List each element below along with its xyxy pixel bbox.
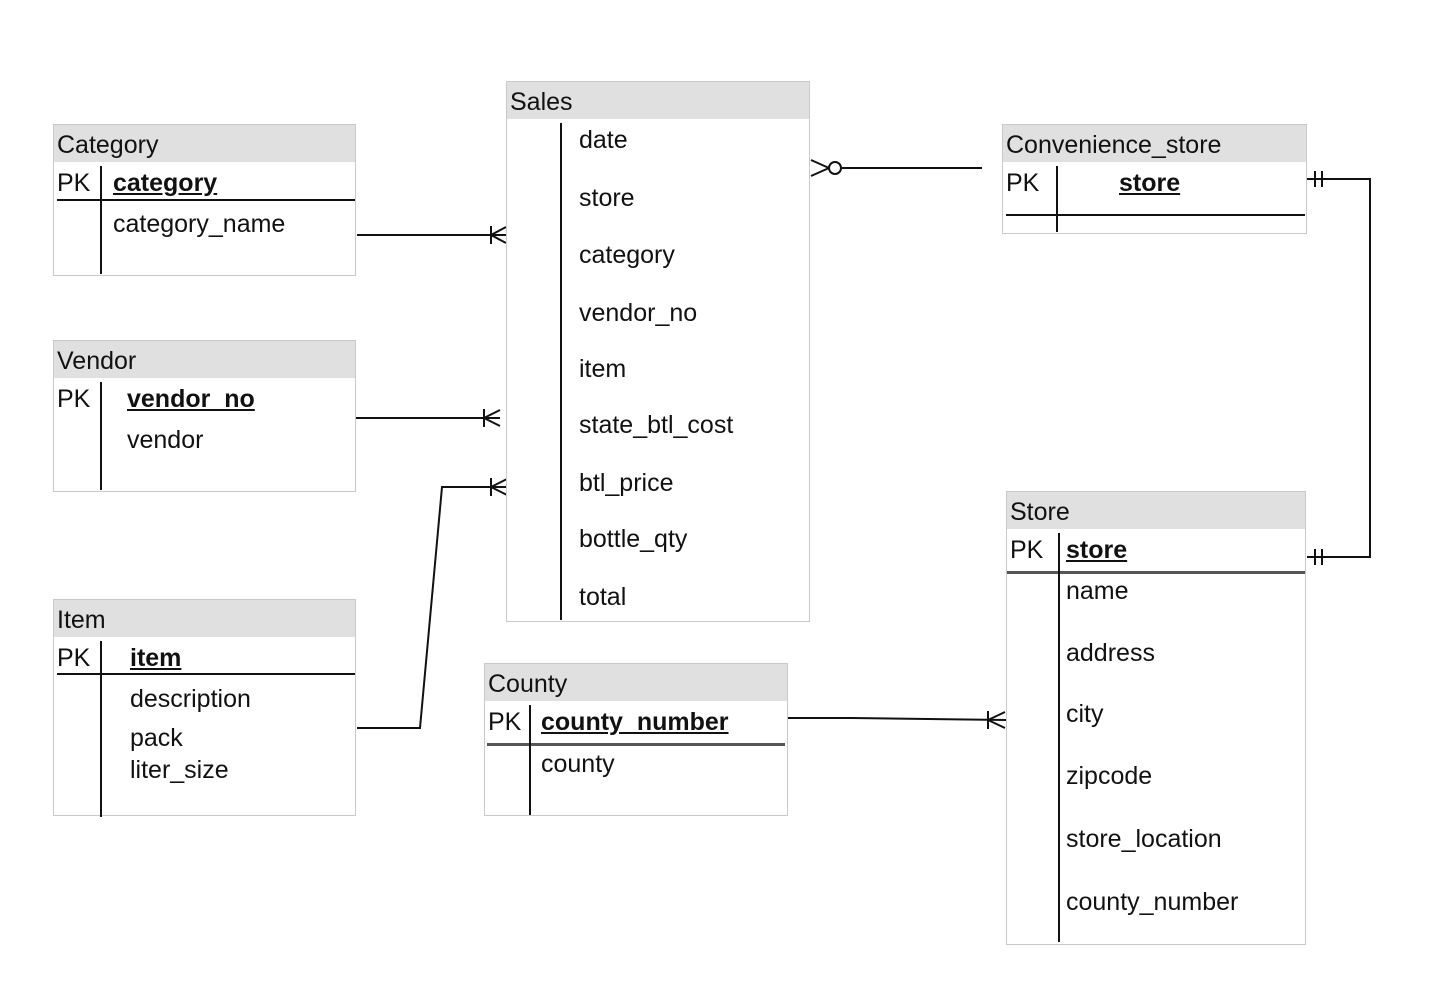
- entity-item[interactable]: Item PK item description pack liter_size: [53, 599, 356, 817]
- entity-store[interactable]: Store PK store name address city zipcode…: [1006, 491, 1306, 945]
- field: bottle_qty: [579, 525, 688, 553]
- pk-label: PK: [57, 644, 91, 672]
- entity-header: Convenience_store: [1003, 125, 1306, 162]
- entity-title: County: [488, 670, 568, 698]
- column-divider: [100, 166, 102, 274]
- column-divider: [529, 705, 531, 815]
- pk-label: PK: [1006, 169, 1040, 197]
- key-divider: [57, 673, 355, 675]
- key-divider: [57, 199, 355, 201]
- entity-category[interactable]: Category PK category category_name: [53, 124, 356, 276]
- field: item: [579, 355, 627, 383]
- field: total: [579, 583, 627, 611]
- entity-title: Vendor: [57, 347, 137, 375]
- pk-label: PK: [1010, 536, 1044, 564]
- edge-county-store[interactable]: [787, 711, 1007, 729]
- pk-label: PK: [57, 385, 91, 413]
- field: store_location: [1066, 825, 1222, 853]
- primary-key-field: item: [130, 644, 182, 672]
- entity-title: Store: [1010, 498, 1070, 526]
- entity-header: Store: [1007, 492, 1305, 529]
- field: category_name: [113, 210, 286, 238]
- primary-key-field: store: [1066, 536, 1128, 564]
- field: name: [1066, 577, 1129, 605]
- field: date: [579, 126, 628, 154]
- pk-label: PK: [57, 169, 91, 197]
- pk-label: PK: [488, 708, 522, 736]
- key-divider: [487, 743, 785, 746]
- field: btl_price: [579, 469, 674, 497]
- entity-vendor[interactable]: Vendor PK vendor_no vendor: [53, 340, 356, 492]
- field: zipcode: [1066, 762, 1153, 790]
- column-divider: [100, 382, 102, 490]
- field: description: [130, 685, 251, 713]
- entity-header: County: [485, 664, 787, 701]
- entity-county[interactable]: County PK county_number county: [484, 663, 788, 816]
- field: county: [541, 750, 615, 778]
- primary-key-field: vendor_no: [127, 385, 255, 413]
- entity-title: Sales: [510, 88, 573, 116]
- entity-header: Item: [54, 600, 355, 637]
- entity-header: Category: [54, 125, 355, 162]
- column-divider: [560, 123, 562, 620]
- field: liter_size: [130, 756, 229, 784]
- entity-sales[interactable]: Sales date store category vendor_no item…: [506, 81, 810, 622]
- edge-category-sales[interactable]: [357, 226, 507, 244]
- primary-key-field: store: [1119, 169, 1181, 197]
- key-divider: [1007, 571, 1305, 574]
- field: city: [1066, 700, 1104, 728]
- edge-convenience-store-store[interactable]: [1307, 171, 1371, 565]
- edge-item-sales[interactable]: [357, 478, 508, 729]
- edge-convenience-store-sales[interactable]: [810, 159, 982, 177]
- field: vendor: [127, 426, 204, 454]
- column-divider: [1056, 166, 1058, 232]
- entity-header: Vendor: [54, 341, 355, 378]
- entity-title: Category: [57, 131, 159, 159]
- entity-convenience-store[interactable]: Convenience_store PK store: [1002, 124, 1307, 234]
- primary-key-field: category: [113, 169, 218, 197]
- field: pack: [130, 724, 183, 752]
- column-divider: [100, 641, 102, 817]
- field: address: [1066, 639, 1155, 667]
- entity-title: Convenience_store: [1006, 131, 1222, 159]
- key-divider: [1006, 214, 1305, 216]
- entity-title: Item: [57, 606, 106, 634]
- field: vendor_no: [579, 299, 698, 327]
- field: county_number: [1066, 888, 1239, 916]
- field: state_btl_cost: [579, 411, 734, 439]
- primary-key-field: county_number: [541, 708, 729, 736]
- column-divider: [1058, 533, 1060, 942]
- field: store: [579, 184, 635, 212]
- entity-header: Sales: [507, 82, 809, 119]
- field: category: [579, 241, 675, 269]
